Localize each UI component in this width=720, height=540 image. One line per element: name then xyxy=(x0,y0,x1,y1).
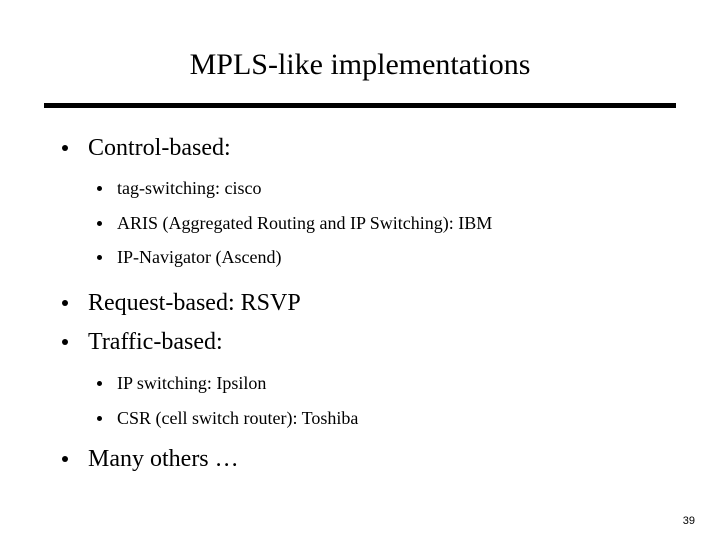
bullet-dot-icon xyxy=(97,416,102,421)
page-title: MPLS-like implementations xyxy=(189,48,531,81)
bullet-dot-icon xyxy=(97,381,102,386)
bullet-dot-icon xyxy=(97,255,102,260)
bullet-item-aris: ARIS (Aggregated Routing and IP Switchin… xyxy=(0,214,720,232)
bullet-dot-icon xyxy=(97,221,102,226)
bullet-label: IP switching: Ipsilon xyxy=(117,373,267,393)
bullet-item-ip-navigator: IP-Navigator (Ascend) xyxy=(0,248,720,266)
slide-body: Control-based: tag-switching: cisco ARIS… xyxy=(0,131,720,471)
bullet-item-tag-switching: tag-switching: cisco xyxy=(0,179,720,197)
bullet-item-traffic-based: Traffic-based: xyxy=(0,330,720,354)
bullet-label: Many others … xyxy=(88,446,239,472)
bullet-label: tag-switching: cisco xyxy=(117,178,262,198)
bullet-item-csr: CSR (cell switch router): Toshiba xyxy=(0,409,720,427)
bullet-label: Control-based: xyxy=(88,135,231,161)
bullet-dot-icon xyxy=(97,186,102,191)
bullet-label: ARIS (Aggregated Routing and IP Switchin… xyxy=(117,213,493,233)
bullet-dot-icon xyxy=(62,339,68,345)
bullet-item-many-others: Many others … xyxy=(0,447,720,471)
bullet-label: IP-Navigator (Ascend) xyxy=(117,247,282,267)
page-number: 39 xyxy=(682,515,695,527)
bullet-label: CSR (cell switch router): Toshiba xyxy=(117,408,359,428)
bullet-label: Request-based: RSVP xyxy=(88,290,301,316)
bullet-dot-icon xyxy=(62,300,68,306)
bullet-item-control-based: Control-based: xyxy=(0,136,720,160)
bullet-dot-icon xyxy=(62,456,68,462)
bullet-label: Traffic-based: xyxy=(88,329,223,355)
bullet-item-ip-switching: IP switching: Ipsilon xyxy=(0,374,720,392)
bullet-item-request-based: Request-based: RSVP xyxy=(0,291,720,315)
title-divider-rule xyxy=(44,103,676,108)
bullet-dot-icon xyxy=(62,145,68,151)
